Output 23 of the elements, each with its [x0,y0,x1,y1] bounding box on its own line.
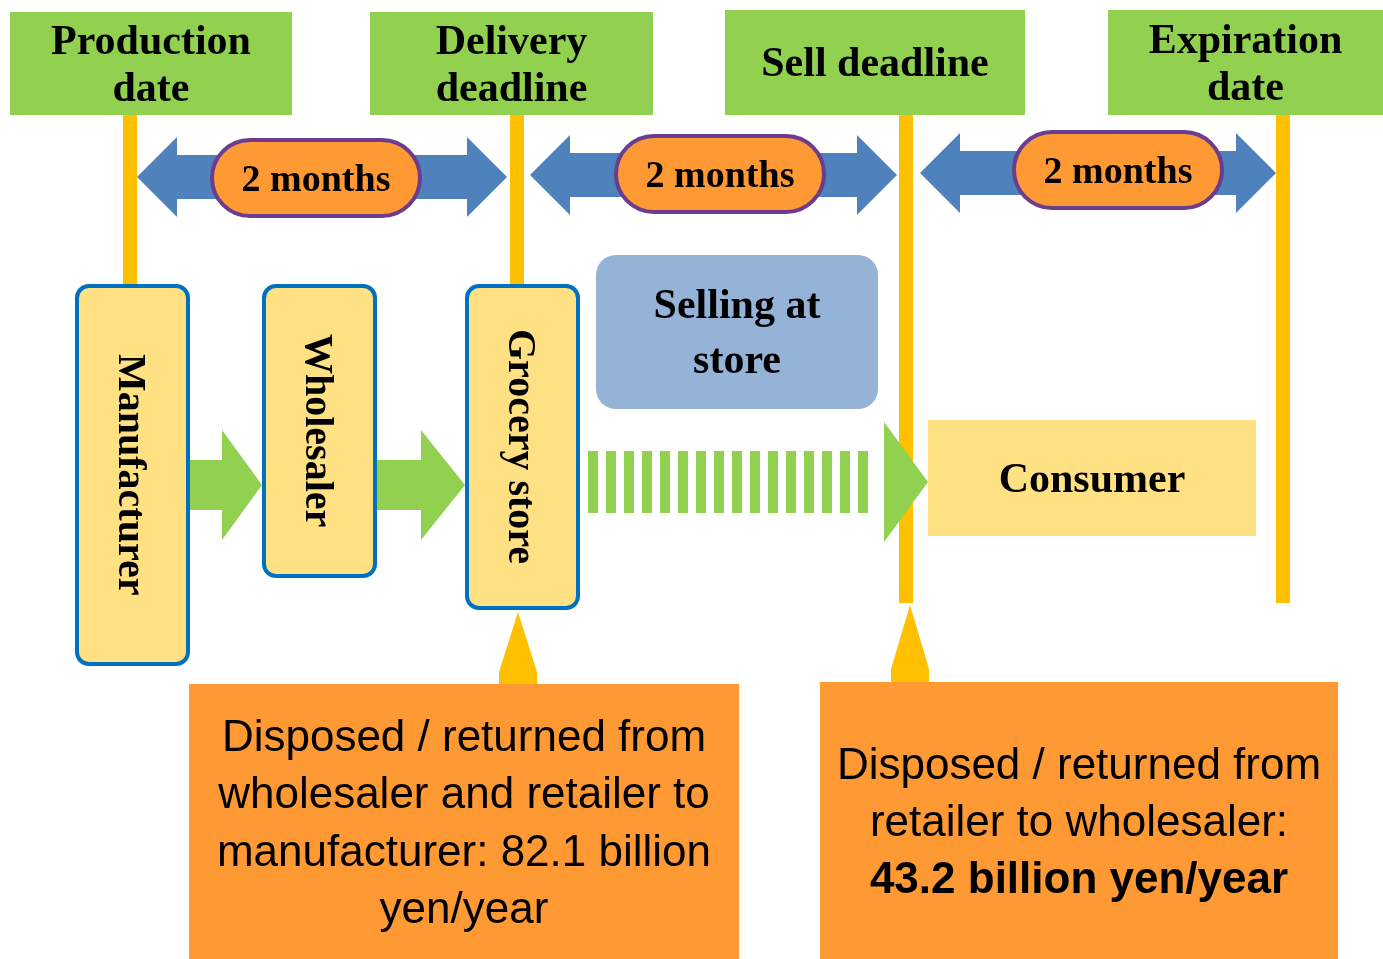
duration-pill: 2 months [210,138,422,218]
timeline-line [123,115,137,284]
duration-pill: 2 months [1012,130,1224,210]
note-box: Disposed / returned from wholesaler and retailer to manufacturer: 82.1 billion yen/year [189,684,739,959]
actor-box: Manufacturer [75,284,190,666]
triangle-pointer [499,612,537,684]
milestone-box: Sell deadline [725,10,1025,115]
block-arrow [377,430,465,540]
stage-box: Selling at store [596,255,878,409]
actor-box: Consumer [928,420,1256,536]
timeline-line [1276,115,1290,603]
note-box: Disposed / returned from retailer to wholesaler: 43.2 billion yen/year [820,682,1338,959]
duration-pill: 2 months [614,134,826,214]
triangle-pointer [891,605,929,682]
timeline-line [510,115,524,284]
block-arrow [190,430,262,540]
milestone-box: Delivery deadline [370,12,653,115]
timeline-line [899,115,913,603]
milestone-box: Production date [10,12,292,115]
actor-box: Grocery store [465,284,580,610]
actor-box: Wholesaler [262,284,377,578]
striped-arrow [588,422,928,542]
milestone-box: Expiration date [1108,10,1383,115]
